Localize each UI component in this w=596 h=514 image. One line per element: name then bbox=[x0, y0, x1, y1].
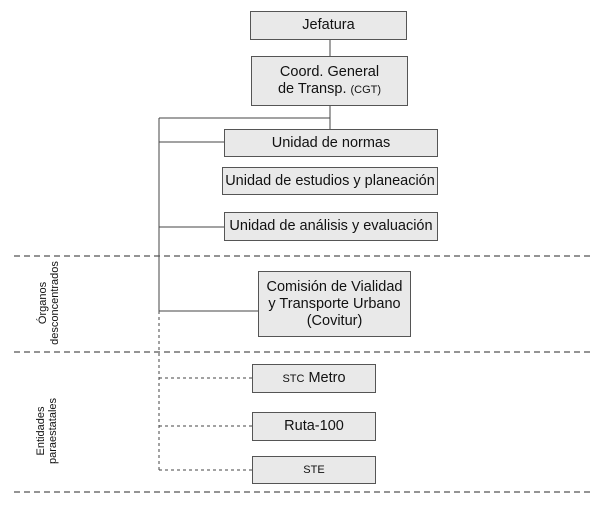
node-cgt-line2-main: de Transp. bbox=[277, 80, 347, 97]
node-stc-metro: STC Metro bbox=[252, 364, 376, 393]
node-ruta-100-label: Ruta-100 bbox=[284, 418, 344, 434]
node-unidad-analisis-label: Unidad de análisis y evaluación bbox=[229, 218, 433, 234]
node-unidad-estudios: Unidad de estudios y planeación bbox=[222, 167, 438, 195]
node-ste-label: STE bbox=[303, 463, 325, 476]
node-jefatura: Jefatura bbox=[250, 11, 407, 40]
node-unidad-normas: Unidad de normas bbox=[224, 129, 438, 157]
section-label-entidades-paraestatales: Entidades paraestatales bbox=[35, 385, 61, 477]
section-label-entidades-line1: Entidades bbox=[35, 406, 47, 456]
node-ruta-100: Ruta-100 bbox=[252, 412, 376, 441]
node-covitur-line2: y Transporte Urbano bbox=[268, 295, 401, 312]
node-covitur-line3: (Covitur) bbox=[306, 312, 363, 329]
section-label-organos-desconcentrados: Órganos desconcentrados bbox=[37, 253, 63, 353]
node-unidad-normas-label: Unidad de normas bbox=[271, 134, 391, 151]
node-covitur: Comisión de Vialidad y Transporte Urbano… bbox=[258, 271, 411, 337]
section-label-organos-line2: desconcentrados bbox=[49, 261, 61, 345]
node-stc-metro-label: STC Metro bbox=[282, 370, 345, 388]
section-label-entidades-line2: paraestatales bbox=[47, 397, 59, 465]
node-unidad-estudios-label: Unidad de estudios y planeación bbox=[225, 172, 435, 189]
node-coordinacion-general: Coord. General de Transp. (CGT) bbox=[251, 56, 408, 106]
node-covitur-line1: Comisión de Vialidad bbox=[266, 278, 403, 295]
node-cgt-line1: Coord. General bbox=[279, 63, 380, 80]
node-metro-label: Metro bbox=[308, 369, 346, 386]
node-stc-abbr: STC bbox=[282, 372, 305, 385]
node-unidad-analisis: Unidad de análisis y evaluación bbox=[224, 212, 438, 241]
node-jefatura-label: Jefatura bbox=[302, 17, 355, 33]
node-cgt-abbr: (CGT) bbox=[350, 83, 382, 96]
section-label-organos-line1: Órganos bbox=[37, 281, 49, 325]
node-ste: STE bbox=[252, 456, 376, 484]
node-cgt-line2: de Transp. (CGT) bbox=[278, 81, 381, 99]
